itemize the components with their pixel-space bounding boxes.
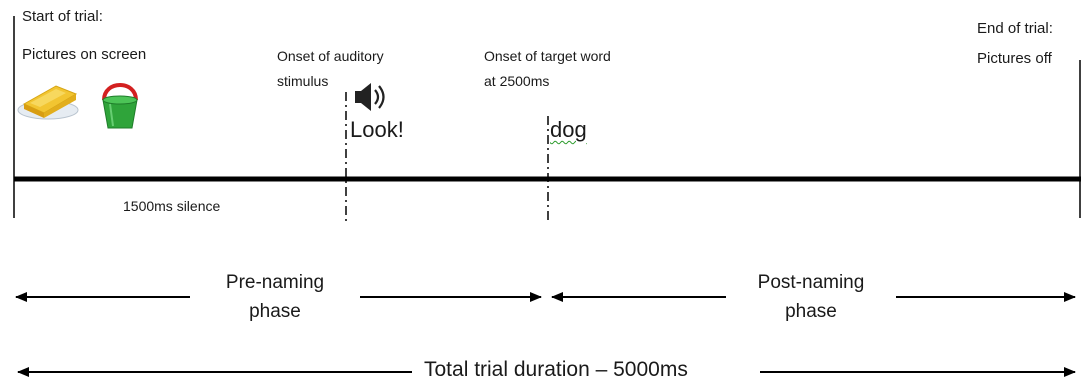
butter-icon xyxy=(17,85,79,120)
silence-label: 1500ms silence xyxy=(123,198,221,214)
dog-word: dog xyxy=(550,117,587,142)
target-onset-label-line1: Onset of target word xyxy=(484,48,611,64)
bucket-icon xyxy=(102,83,138,129)
post-phase-label-line2: phase xyxy=(785,301,837,322)
pre-phase-label-line1: Pre-naming xyxy=(225,272,325,293)
end-label-line1: End of trial: xyxy=(977,20,1053,37)
pre-phase-label: Pre-naming phase xyxy=(190,268,360,326)
post-phase-label-line1: Post-naming xyxy=(757,272,865,293)
pre-phase-label-line2: phase xyxy=(249,301,301,322)
target-onset-label-line2: at 2500ms xyxy=(484,73,550,89)
end-label-line2: Pictures off xyxy=(977,50,1052,67)
total-duration-label: Total trial duration – 5000ms xyxy=(424,358,688,381)
look-word: Look! xyxy=(350,117,404,142)
start-label-line2: Pictures on screen xyxy=(22,46,147,63)
auditory-onset-label-line2: stimulus xyxy=(277,73,329,89)
auditory-onset-label-line1: Onset of auditory xyxy=(277,48,384,64)
post-phase-label: Post-naming phase xyxy=(726,268,896,326)
start-label-line1: Start of trial: xyxy=(22,8,103,25)
speaker-icon xyxy=(355,83,385,111)
